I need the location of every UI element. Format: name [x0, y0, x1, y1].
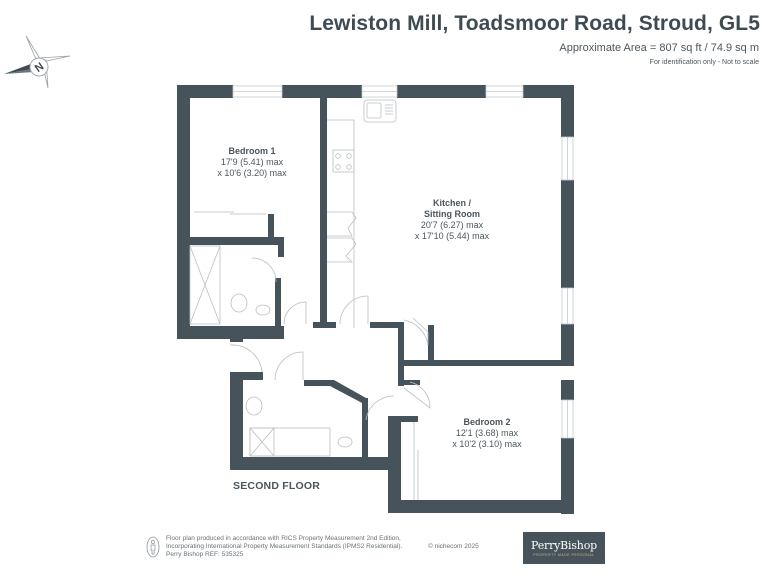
room-dimension: x 10'2 (3.10) max: [452, 439, 522, 449]
footer-line: Floor plan produced in accordance with R…: [166, 535, 401, 542]
floor-label: SECOND FLOOR: [233, 480, 320, 492]
scale-note: For identification only - Not to scale: [649, 59, 759, 66]
property-title: Lewiston Mill, Toadsmoor Road, Stroud, G…: [309, 12, 760, 35]
room-bedroom-2: Bedroom 2 12'1 (3.68) max x 10'2 (3.10) …: [452, 417, 521, 450]
room-kitchen-sitting: Kitchen / Sitting Room 20'7 (6.27) max x…: [415, 198, 489, 242]
compass-north-icon: N: [4, 35, 71, 89]
room-name: Sitting Room: [423, 209, 480, 219]
footer-disclaimer: Floor plan produced in accordance with R…: [146, 535, 402, 559]
room-name: Kitchen /: [432, 198, 472, 208]
copyright: © nichecom 2025: [428, 543, 479, 550]
room-dimension: x 10'6 (3.20) max: [217, 168, 287, 178]
room-dimension: 12'1 (3.68) max: [455, 428, 519, 438]
footer-line: Perry Bishop REF: 535325: [166, 551, 244, 558]
agent-logo: PerryBishop PROPERTY MADE PERSONAL: [523, 532, 605, 564]
footer-line: Incorporating International Property Mea…: [166, 543, 403, 550]
logo-name: PerryBishop: [531, 539, 597, 552]
room-dimension: x 17'10 (5.44) max: [414, 231, 490, 241]
room-dimension: 17'9 (5.41) max: [220, 157, 284, 167]
person-icon: [146, 536, 160, 558]
room-name: Bedroom 2: [463, 417, 511, 427]
room-dimension: 20'7 (6.27) max: [420, 220, 484, 230]
room-bedroom-1: Bedroom 1 17'9 (5.41) max x 10'6 (3.20) …: [217, 146, 286, 179]
logo-tagline: PROPERTY MADE PERSONAL: [533, 553, 595, 557]
approximate-area: Approximate Area = 807 sq ft / 74.9 sq m: [559, 42, 759, 54]
room-name: Bedroom 1: [228, 146, 276, 156]
